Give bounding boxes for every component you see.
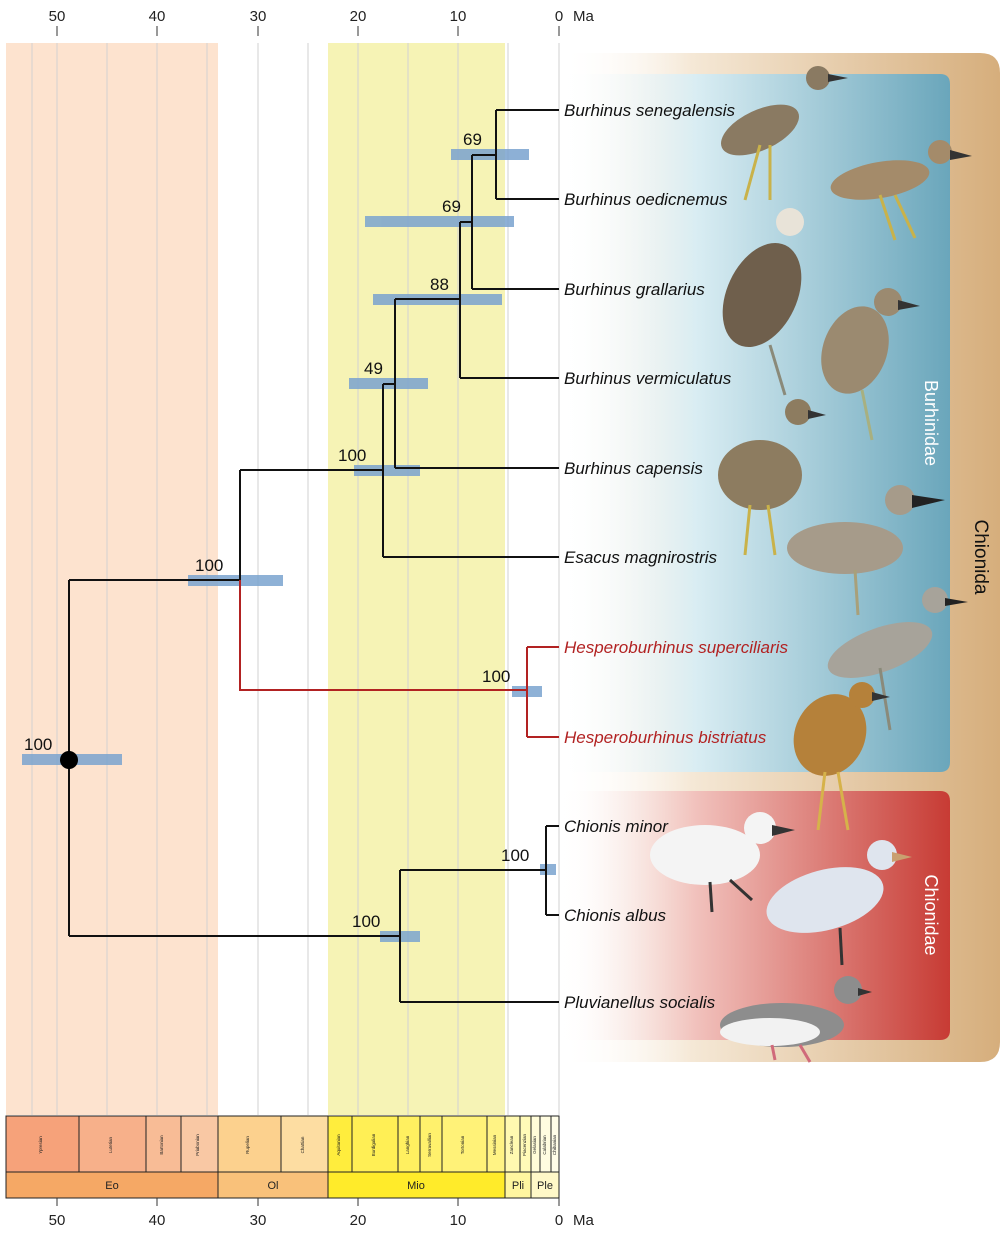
- taxon-esacus-magnirostris: Esacus magnirostris: [564, 548, 718, 567]
- epoch-pleistocene: Ple: [537, 1180, 553, 1192]
- stage-rupelian: Rupelian: [245, 1136, 250, 1154]
- taxon-hesperoburhinus-bistriatus: Hesperoburhinus bistriatus: [564, 728, 767, 747]
- taxon-chionis-albus: Chionis albus: [564, 906, 667, 925]
- support-capensis: 49: [364, 359, 383, 378]
- support-esacus: 100: [338, 446, 366, 465]
- support-burhinidae: 100: [195, 556, 223, 575]
- timescale-stages: Ypresian Lutetian Bartonian Priabonian R…: [6, 1116, 559, 1172]
- miocene-band: [328, 43, 505, 1115]
- bottom-axis: 50 40 30 20 10 0 Ma: [49, 1198, 595, 1229]
- top-axis-unit: Ma: [573, 8, 594, 25]
- top-axis: 50 40 30 20 10 0 Ma: [49, 8, 595, 36]
- taxon-burhinus-oedicnemus: Burhinus oedicnemus: [564, 190, 728, 209]
- taxon-chionis-minor: Chionis minor: [564, 817, 669, 836]
- top-tick-50: 50: [49, 8, 66, 25]
- timescale-epochs: Eo Ol Mio Pli Ple: [6, 1172, 559, 1198]
- stage-piacenzian: Piacenzian: [522, 1133, 527, 1156]
- stage-chattian: Chattian: [300, 1136, 305, 1153]
- bottom-tick-20: 20: [350, 1212, 367, 1229]
- stage-bartonian: Bartonian: [159, 1135, 164, 1155]
- stage-messinian: Messinian: [492, 1134, 497, 1155]
- stage-lutetian: Lutetian: [108, 1136, 113, 1153]
- stage-serravallian: Serravallian: [427, 1133, 432, 1157]
- bottom-tick-0: 0: [555, 1212, 563, 1229]
- epoch-oligocene: Ol: [268, 1180, 279, 1192]
- support-grallarius: 69: [442, 197, 461, 216]
- stage-chibanian: Chibanian: [552, 1134, 557, 1155]
- support-senegalensis-oedicnemus: 69: [463, 130, 482, 149]
- stage-zanclean: Zanclean: [509, 1135, 514, 1154]
- top-tick-10: 10: [450, 8, 467, 25]
- bottom-tick-40: 40: [149, 1212, 166, 1229]
- support-chionis: 100: [501, 846, 529, 865]
- root-node: [60, 751, 78, 769]
- support-vermiculatus: 88: [430, 275, 449, 294]
- stage-burdigalian: Burdigalian: [371, 1133, 376, 1156]
- top-tick-0: 0: [555, 8, 563, 25]
- stage-tortonian: Tortonian: [460, 1135, 465, 1154]
- stage-gelasian: Gelasian: [532, 1136, 537, 1154]
- top-tick-40: 40: [149, 8, 166, 25]
- bottom-axis-unit: Ma: [573, 1212, 594, 1229]
- support-root: 100: [24, 735, 52, 754]
- hpd-bar-grallarius: [365, 216, 514, 227]
- support-hesperoburhinus: 100: [482, 667, 510, 686]
- taxon-burhinus-capensis: Burhinus capensis: [564, 459, 703, 478]
- top-tick-30: 30: [250, 8, 267, 25]
- taxon-burhinus-senegalensis: Burhinus senegalensis: [564, 101, 736, 120]
- stage-ypresian: Ypresian: [38, 1136, 43, 1154]
- epoch-miocene: Mio: [407, 1180, 425, 1192]
- epoch-pliocene: Pli: [512, 1180, 524, 1192]
- taxon-hesperoburhinus-superciliaris: Hesperoburhinus superciliaris: [564, 638, 788, 657]
- bottom-tick-30: 30: [250, 1212, 267, 1229]
- taxon-burhinus-grallarius: Burhinus grallarius: [564, 280, 705, 299]
- bottom-tick-50: 50: [49, 1212, 66, 1229]
- epoch-eocene: Eo: [105, 1180, 118, 1192]
- stage-aquitanian: Aquitanian: [336, 1134, 341, 1156]
- taxon-burhinus-vermiculatus: Burhinus vermiculatus: [564, 369, 732, 388]
- taxon-pluvianellus-socialis: Pluvianellus socialis: [564, 993, 716, 1012]
- clade-label-burhinidae: Burhinidae: [921, 380, 941, 466]
- top-tick-20: 20: [350, 8, 367, 25]
- stage-priabonian: Priabonian: [195, 1134, 200, 1156]
- support-chionidae: 100: [352, 912, 380, 931]
- clade-label-chionida: Chionida: [970, 520, 991, 595]
- clade-label-chionidae: Chionidae: [921, 874, 941, 955]
- stage-langhian: Langhian: [405, 1135, 410, 1154]
- stage-calabrian: Calabrian: [542, 1135, 547, 1155]
- bottom-tick-10: 10: [450, 1212, 467, 1229]
